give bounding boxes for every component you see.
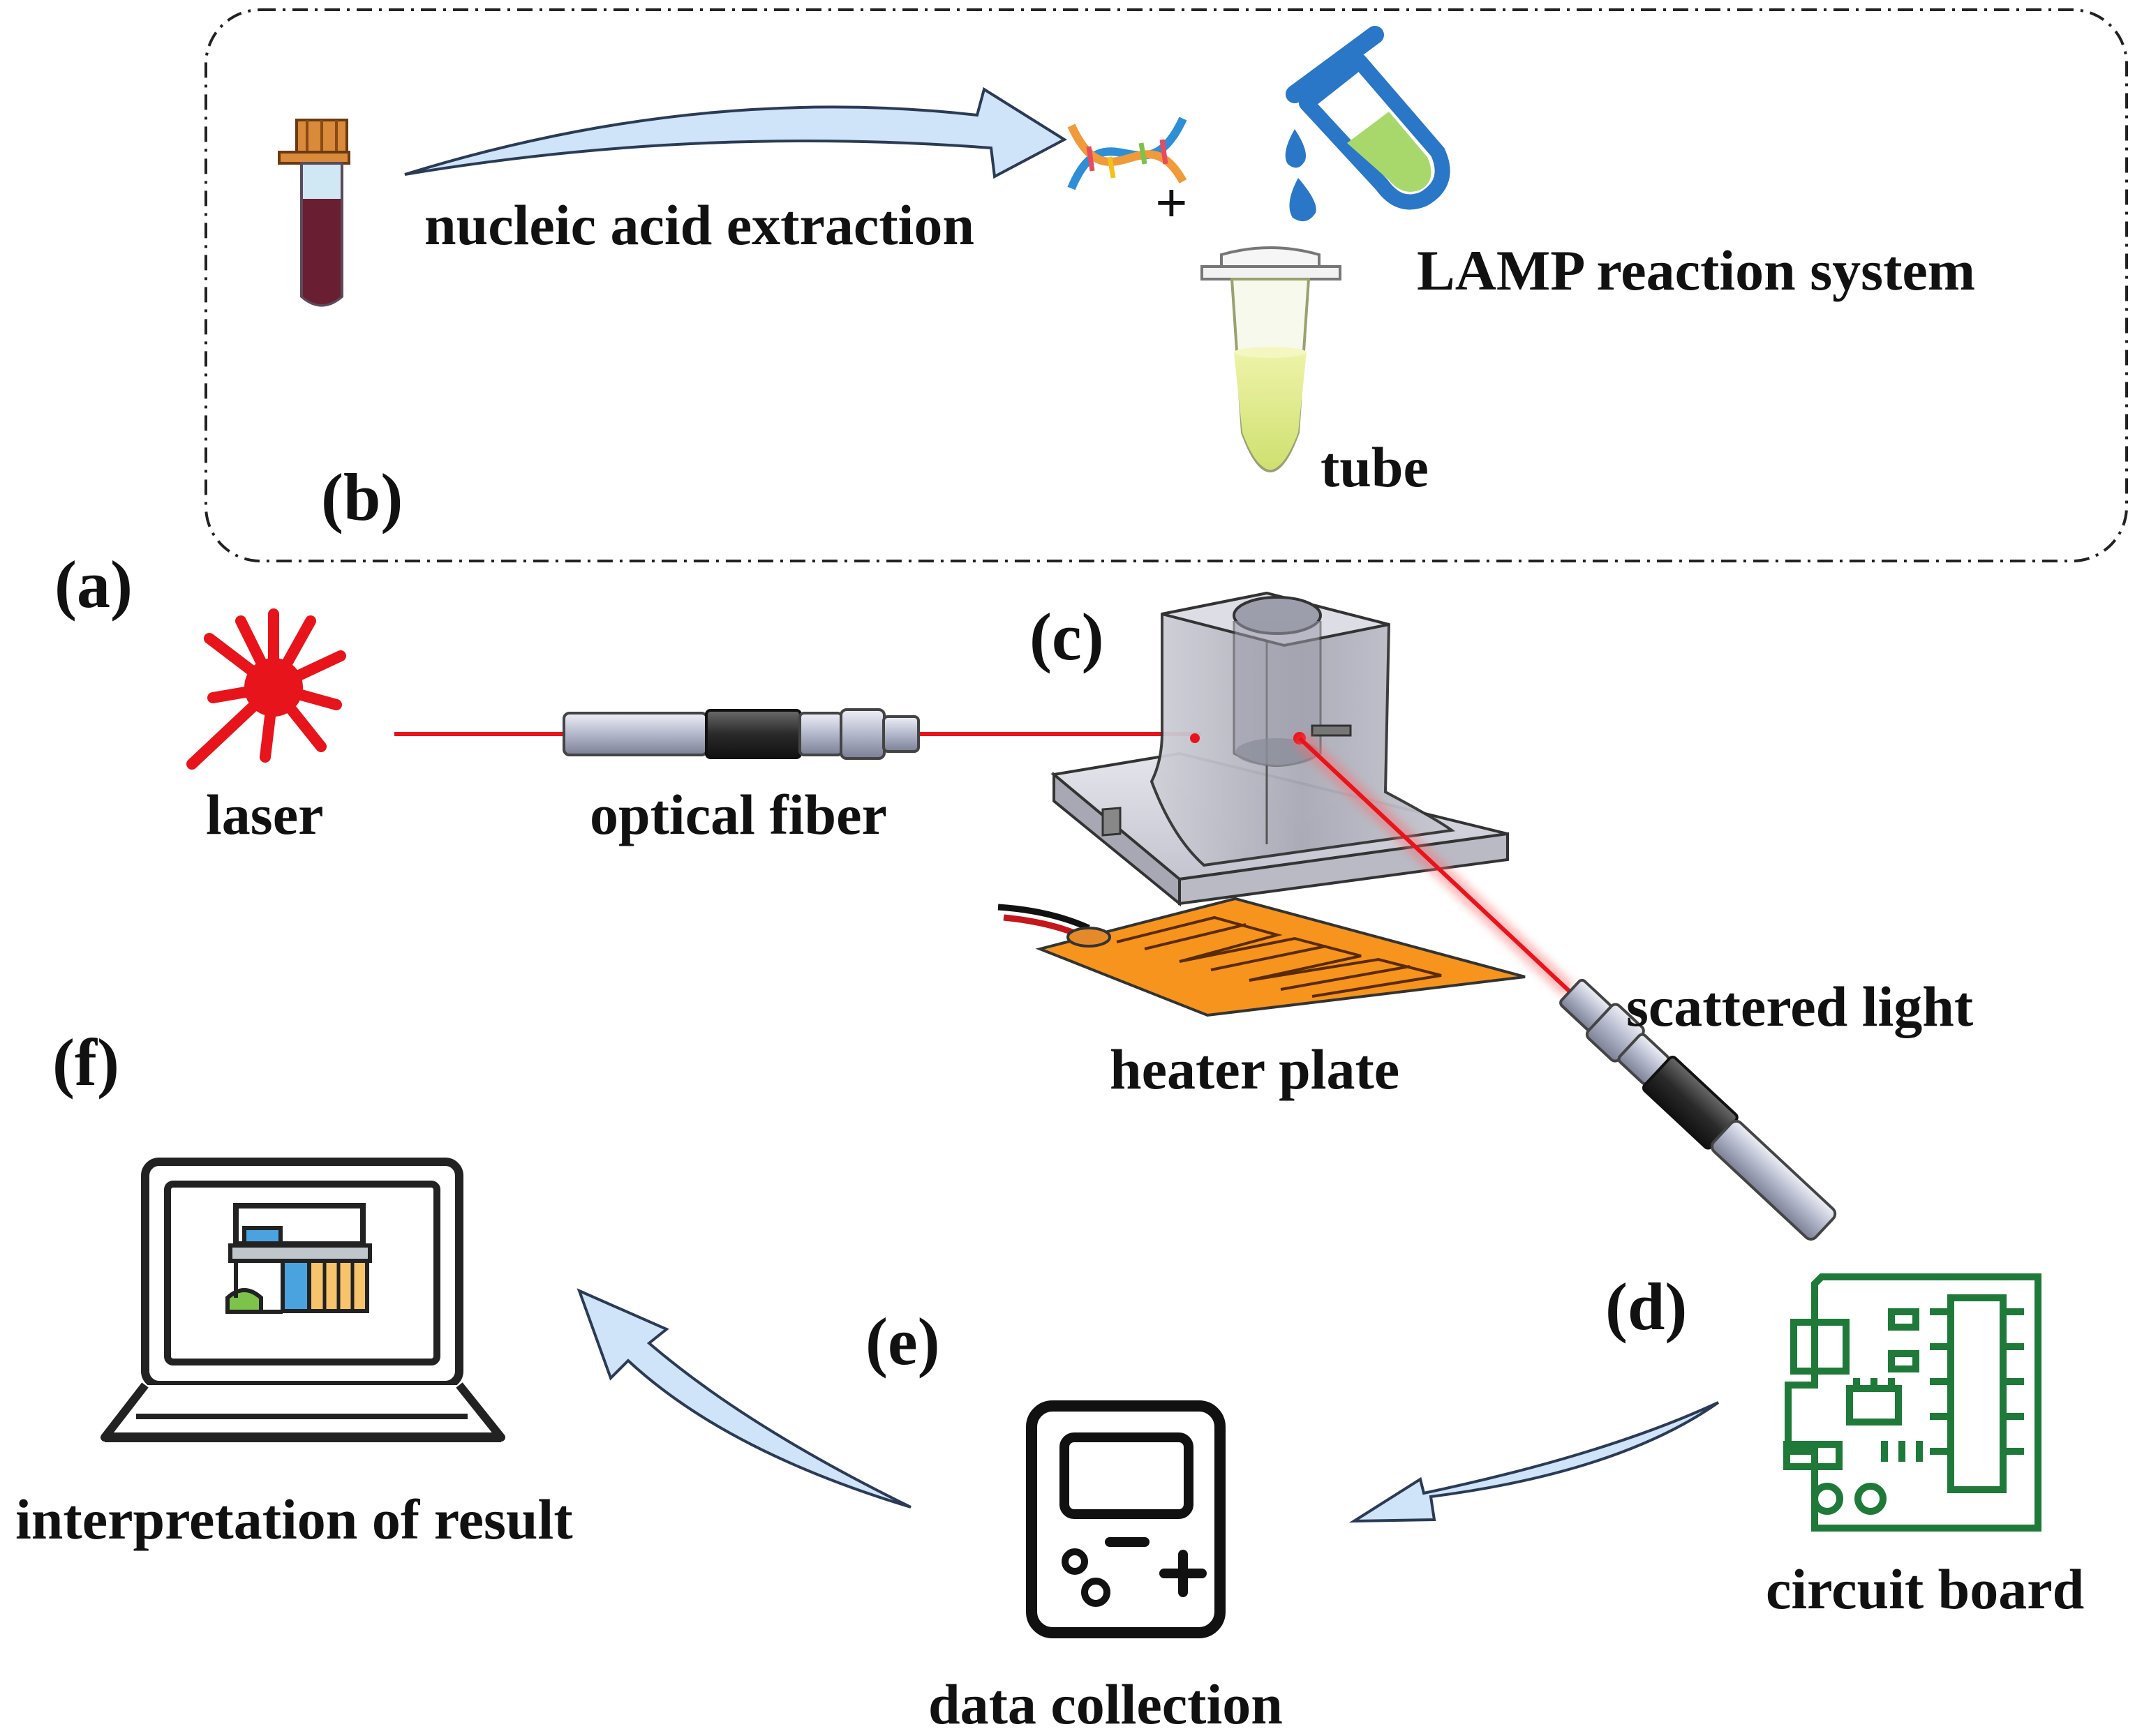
dna-icon (1067, 117, 1187, 190)
panel-label-e: (e) (865, 1304, 940, 1379)
label-scattered-light: scattered light (1626, 975, 1973, 1038)
label-tube: tube (1321, 435, 1429, 499)
label-nucleic-acid-extraction: nucleic acid extraction (424, 193, 974, 257)
reagent-test-tube-icon (1285, 26, 1450, 222)
label-lamp-reaction-system: LAMP reaction system (1417, 239, 1975, 302)
sample-prep-box (204, 8, 2128, 562)
label-plus: + (1155, 171, 1188, 234)
scattered-beam (1297, 736, 1571, 993)
data-collector-icon (1026, 1400, 1226, 1638)
collector-to-laptop-arrow (576, 1288, 912, 1509)
label-data-collection: data collection (928, 1673, 1283, 1736)
panel-label-f: (f) (52, 1025, 119, 1100)
pcr-tube-icon (1200, 246, 1341, 472)
label-interpretation-of-result: interpretation of result (15, 1488, 573, 1551)
heater-plate-icon (997, 897, 1526, 1017)
laser-burst-icon (186, 608, 346, 770)
panel-label-d: (d) (1605, 1269, 1687, 1344)
laptop-icon (101, 1158, 505, 1442)
label-circuit-board: circuit board (1766, 1557, 2084, 1621)
optical-fiber-icon (563, 708, 920, 760)
panel-label-a: (a) (54, 547, 133, 622)
label-laser: laser (206, 783, 323, 846)
board-to-collector-arrow (1348, 1401, 1720, 1523)
detector-fiber-icon (1559, 978, 1837, 1241)
reaction-chamber-icon (1050, 591, 1509, 907)
extraction-arrow (404, 87, 1067, 179)
panel-label-c: (c) (1029, 599, 1104, 674)
label-heater-plate: heater plate (1110, 1038, 1399, 1101)
sample-tube-icon (278, 119, 350, 307)
panel-label-b: (b) (321, 460, 403, 534)
label-optical-fiber: optical fiber (590, 783, 887, 846)
circuit-board-icon (1783, 1273, 2041, 1532)
